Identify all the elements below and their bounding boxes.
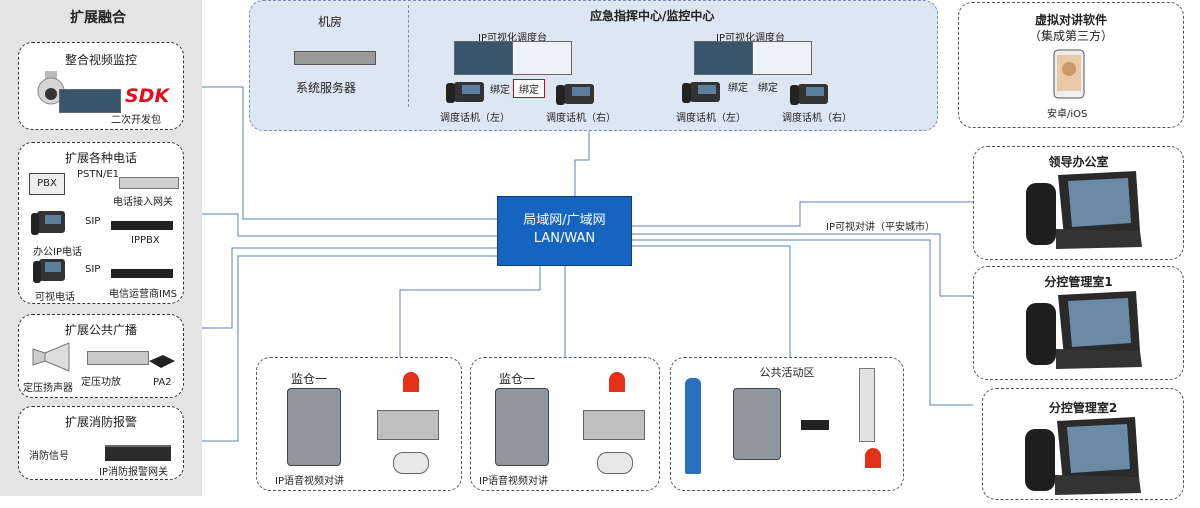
video-wall-icon xyxy=(59,89,121,113)
virtual-intercom-box: 虚拟对讲软件 （集成第三方） 安卓/iOS xyxy=(958,2,1184,128)
command-divider xyxy=(408,5,409,107)
phones-box: 扩展各种电话 PBX PSTN/E1 电话接入网关 SIP 办公IP电话 IPP… xyxy=(18,142,184,304)
horn-speaker-icon xyxy=(32,342,70,372)
cell1-alarm-light-icon xyxy=(403,372,419,392)
video-monitor-box: 整合视频监控 SDK 二次开发包 xyxy=(18,42,184,130)
phone-left2-label: 调度话机（左） xyxy=(676,113,746,124)
gateway-label: 电话接入网关 xyxy=(113,197,173,208)
virtual-subtitle: （集成第三方） xyxy=(1028,29,1113,43)
leader-office-box: 领导办公室 xyxy=(973,146,1184,260)
command-center-panel: 机房 系统服务器 应急指挥中心/监控中心 IP可视化调度台 绑定 绑定 调度话机… xyxy=(249,0,938,131)
virtual-os-label: 安卓/iOS xyxy=(1047,109,1088,120)
console2-screen2-icon xyxy=(752,41,812,75)
fire-signal-label: 消防信号 xyxy=(29,451,69,462)
lan-line1: 局域网/广域网 xyxy=(523,213,606,228)
bind2-highlight: 绑定 xyxy=(513,79,545,98)
bind3-label: 绑定 xyxy=(728,83,748,94)
left-header: 扩展融合 xyxy=(70,10,126,26)
help-pillar-icon xyxy=(685,378,701,474)
broadcast-box-title: 扩展公共广播 xyxy=(64,323,137,337)
speaker-label: 定压扬声器 xyxy=(23,383,73,394)
cell1-camera-icon xyxy=(393,452,429,474)
public-title: 公共活动区 xyxy=(759,366,815,379)
video-box-title: 整合视频监控 xyxy=(64,53,137,67)
fire-box-title: 扩展消防报警 xyxy=(64,415,137,429)
branch2-video-phone-icon xyxy=(1025,417,1141,495)
branch1-title: 分控管理室1 xyxy=(1044,275,1113,289)
office-phone-icon xyxy=(31,211,65,235)
server-device-icon xyxy=(294,51,376,65)
console2-label: IP可视化调度台 xyxy=(716,33,785,44)
branch-room2-box: 分控管理室2 xyxy=(982,388,1184,500)
cell1-box: 监仓一 IP语音视频对讲 xyxy=(256,357,462,491)
phone-right1-label: 调度话机（右） xyxy=(546,113,616,124)
ims-device-icon xyxy=(111,269,173,278)
fire-gateway-label: IP消防报警网关 xyxy=(99,467,168,478)
smartphone-icon xyxy=(1053,49,1085,99)
cell1-title: 监仓一 xyxy=(291,372,328,386)
broadcast-box: 扩展公共广播 定压扬声器 定压功放 PA2 xyxy=(18,314,184,398)
fire-alarm-box: 扩展消防报警 消防信号 IP消防报警网关 xyxy=(18,406,184,480)
video-phone-label: 可视电话 xyxy=(35,292,75,303)
column-speaker-icon xyxy=(859,368,875,442)
cell2-alarm-light-icon xyxy=(609,372,625,392)
lan-wan-node: 局域网/广域网 LAN/WAN xyxy=(497,196,632,266)
bind4-label: 绑定 xyxy=(758,83,778,94)
cell2-lock-icon xyxy=(583,410,645,440)
ip-intercom-label: IP可视对讲（平安城市） xyxy=(826,222,935,233)
pa-label: PA2 xyxy=(153,377,172,388)
server-label: 系统服务器 xyxy=(296,81,357,95)
branch2-title: 分控管理室2 xyxy=(1048,401,1118,415)
cell1-caption: IP语音视频对讲 xyxy=(275,476,344,487)
phone-left2-icon xyxy=(682,82,720,103)
bind1-label: 绑定 xyxy=(490,85,510,96)
console1-screen-icon xyxy=(454,41,514,75)
phones-box-title: 扩展各种电话 xyxy=(64,151,137,165)
cell1-intercom-icon xyxy=(287,388,341,466)
amplifier-device-icon xyxy=(87,351,149,365)
gateway-device-icon xyxy=(119,177,179,189)
virtual-title: 虚拟对讲软件 xyxy=(1034,13,1107,27)
pa-device-icon xyxy=(149,355,175,368)
center-title: 应急指挥中心/监控中心 xyxy=(590,9,715,23)
ims-label: 电信运营商IMS xyxy=(109,289,177,300)
cell2-caption: IP语音视频对讲 xyxy=(479,476,548,487)
leader-title: 领导办公室 xyxy=(1048,155,1109,169)
sdk-caption: 二次开发包 xyxy=(111,115,161,126)
public-area-box: 公共活动区 xyxy=(670,357,904,491)
branch-room1-box: 分控管理室1 xyxy=(973,266,1184,380)
ptz-camera-icon xyxy=(37,71,65,105)
video-phone-icon xyxy=(33,259,65,283)
cell2-box: 监仓一 IP语音视频对讲 xyxy=(470,357,660,491)
fire-gateway-device-icon xyxy=(105,445,171,461)
phone-right1-icon xyxy=(556,84,594,105)
phone-left1-label: 调度话机（左） xyxy=(440,113,510,124)
public-alarm-light-icon xyxy=(865,448,881,468)
cell2-intercom-icon xyxy=(495,388,549,466)
sdk-logo: SDK xyxy=(125,85,170,107)
console2-screen-icon xyxy=(694,41,754,75)
phone-right2-icon xyxy=(790,84,828,105)
public-switch-icon xyxy=(801,420,829,430)
machine-room-label: 机房 xyxy=(318,15,343,29)
ippbx-device-icon xyxy=(111,221,173,230)
console1-screen2-icon xyxy=(512,41,572,75)
leader-video-phone-icon xyxy=(1026,171,1142,249)
office-phone-label: 办公IP电话 xyxy=(33,247,82,258)
public-intercom-icon xyxy=(733,388,781,460)
phone-right2-label: 调度话机（右） xyxy=(782,113,852,124)
lan-line2: LAN/WAN xyxy=(533,231,596,246)
console1-label: IP可视化调度台 xyxy=(478,33,547,44)
pstn-label: PSTN/E1 xyxy=(77,169,120,180)
cell2-title: 监仓一 xyxy=(499,372,536,386)
pbx-box: PBX xyxy=(29,173,65,195)
branch1-video-phone-icon xyxy=(1026,291,1142,369)
phone-left1-icon xyxy=(446,82,484,103)
sip1-label: SIP xyxy=(85,216,101,227)
amp-label: 定压功放 xyxy=(81,377,121,388)
cell2-camera-icon xyxy=(597,452,633,474)
cell1-lock-icon xyxy=(377,410,439,440)
ippbx-label: IPPBX xyxy=(131,235,160,246)
sip2-label: SIP xyxy=(85,264,101,275)
